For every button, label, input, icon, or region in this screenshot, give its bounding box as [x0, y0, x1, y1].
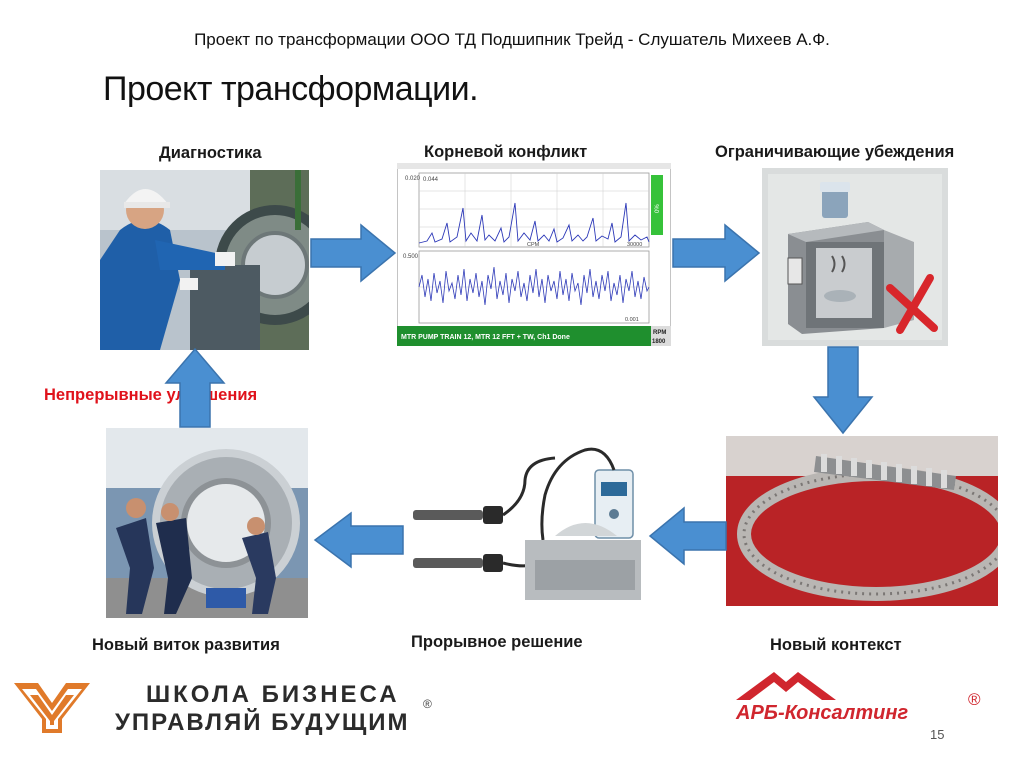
- caption-root-conflict: Корневой конфликт: [424, 143, 588, 161]
- school-name-line1: ШКОЛА БИЗНЕСА: [146, 681, 400, 708]
- analyzer-bottom-axis: 0.001: [625, 317, 639, 323]
- school-emblem-icon: [14, 683, 90, 733]
- school-name-line2: УПРАВЛЯЙ БУДУЩИМ: [115, 709, 410, 736]
- new-context-photo: [726, 436, 998, 606]
- analyzer-cpm-label: CPM: [527, 242, 540, 248]
- analyzer-bottom-scale: 0.500: [403, 254, 419, 260]
- arb-registered-mark: ®: [968, 690, 981, 709]
- caption-new-round: Новый виток развития: [92, 636, 280, 654]
- analyzer-rpm-label: RPM: [653, 330, 666, 336]
- arrow-right-2: [672, 223, 761, 283]
- diagnostics-photo: [100, 170, 309, 350]
- arrow-left-1: [648, 506, 727, 566]
- arrow-up: [164, 347, 226, 428]
- analyzer-side-label: 0%: [655, 204, 661, 213]
- limiting-beliefs-image: [762, 168, 948, 346]
- analyzer-rpm-value: 1800: [652, 339, 666, 345]
- analyzer-axis-end: 30000: [627, 242, 642, 248]
- breakthrough-photo: [405, 440, 649, 610]
- caption-new-context: Новый контекст: [770, 636, 902, 654]
- slide-title: Проект трансформации.: [103, 70, 479, 108]
- arrow-right-1: [310, 223, 397, 283]
- arb-logo: АРБ-Консалтинг ®: [724, 668, 1004, 728]
- analyzer-status-text: MTR PUMP TRAIN 12, MTR 12 FFT + TW, Ch1 …: [401, 334, 570, 341]
- analyzer-top-scale: 0.020: [405, 176, 421, 182]
- caption-diagnostics: Диагностика: [159, 144, 262, 162]
- arrow-down: [812, 346, 874, 435]
- page-number: 15: [930, 727, 945, 742]
- arb-name: АРБ-Консалтинг: [736, 702, 909, 724]
- arrow-left-2: [313, 511, 404, 569]
- presentation-subtitle: Проект по трансформации ООО ТД Подшипник…: [194, 30, 830, 49]
- caption-breakthrough: Прорывное решение: [411, 633, 583, 651]
- arb-roof-icon: [736, 672, 836, 700]
- vibration-analyzer-screen: 0.020 0.044 0% CPM 30000 0.500 0.001 MTR…: [397, 163, 671, 346]
- school-registered-mark: ®: [423, 697, 432, 711]
- school-logo: ШКОЛА БИЗНЕСА УПРАВЛЯЙ БУДУЩИМ ®: [8, 675, 448, 745]
- new-round-photo: [106, 428, 308, 618]
- caption-limiting-beliefs: Ограничивающие убеждения: [715, 143, 955, 161]
- analyzer-top-value: 0.044: [423, 177, 439, 183]
